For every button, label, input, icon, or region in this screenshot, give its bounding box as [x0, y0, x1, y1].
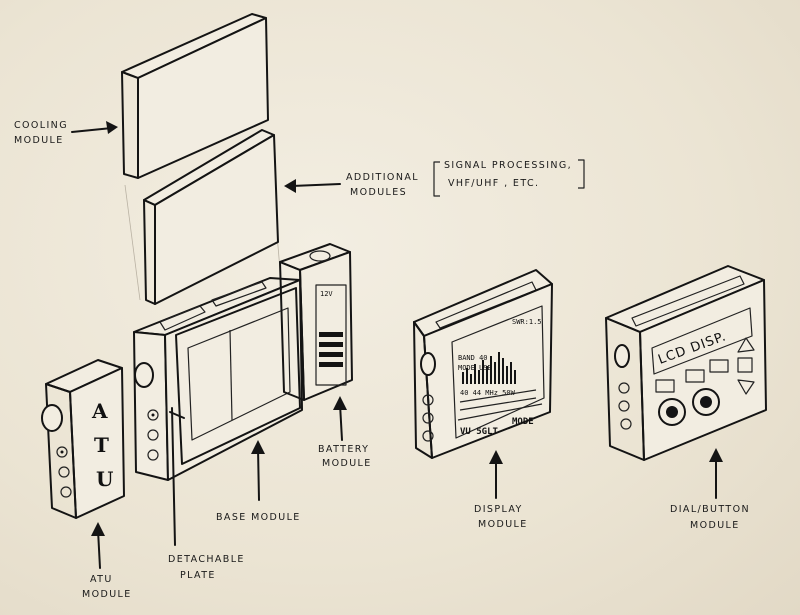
- label-battery-2: MODULE: [322, 458, 372, 469]
- label-battery-1: BATTERY: [318, 444, 369, 455]
- annotation-arrows: [71, 121, 723, 569]
- label-cooling-2: MODULE: [14, 135, 64, 146]
- label-dial-1: DIAL/BUTTON: [670, 504, 750, 515]
- screen-swr: SWR:1.5: [512, 318, 542, 326]
- label-dial-2: MODULE: [690, 520, 740, 531]
- label-base: BASE MODULE: [216, 512, 301, 523]
- atu-letter-a: A: [91, 399, 108, 423]
- base-module: [133, 277, 303, 481]
- display-screen-content: SWR:1.5 BAND 40 MODE USB 40 44 MHz 50W: [457, 318, 543, 437]
- cooling-module: [121, 13, 269, 179]
- atu-module: A T U: [41, 359, 125, 519]
- battery-module: 12V: [279, 243, 353, 401]
- label-display-2: MODULE: [478, 519, 528, 530]
- label-atu-1: ATU: [90, 574, 113, 585]
- note-bracket: [433, 159, 585, 197]
- atu-letter-t: T: [94, 433, 109, 457]
- battery-voltage-tag: 12V: [320, 290, 333, 298]
- screen-vu: VU 5GLT: [460, 427, 499, 437]
- label-note-2: VHF/UHF , ETC.: [448, 178, 539, 189]
- screen-row3: 40 44 MHz 50W: [460, 389, 516, 397]
- label-atu-2: MODULE: [82, 589, 132, 600]
- screen-mode-tag: MODE: [512, 417, 534, 427]
- display-module: SWR:1.5 BAND 40 MODE USB 40 44 MHz 50W: [413, 269, 553, 459]
- spectrum-bars: [462, 352, 516, 384]
- label-note-1: SIGNAL PROCESSING,: [444, 160, 572, 171]
- battery-level-bars: [319, 332, 343, 367]
- dial-button-module: LCD DISP.: [605, 265, 767, 461]
- label-additional-1: ADDITIONAL: [346, 172, 419, 183]
- additional-module: [143, 129, 279, 305]
- atu-letter-u: U: [96, 467, 113, 491]
- label-additional-2: MODULES: [350, 187, 407, 198]
- label-detachable-1: DETACHABLE: [168, 554, 245, 565]
- label-detachable-2: PLATE: [180, 570, 216, 581]
- screen-band: BAND 40: [458, 354, 488, 362]
- labels: COOLING MODULE ADDITIONAL MODULES SIGNAL…: [14, 120, 750, 600]
- label-cooling-1: COOLING: [14, 120, 68, 131]
- label-display-1: DISPLAY: [474, 504, 523, 515]
